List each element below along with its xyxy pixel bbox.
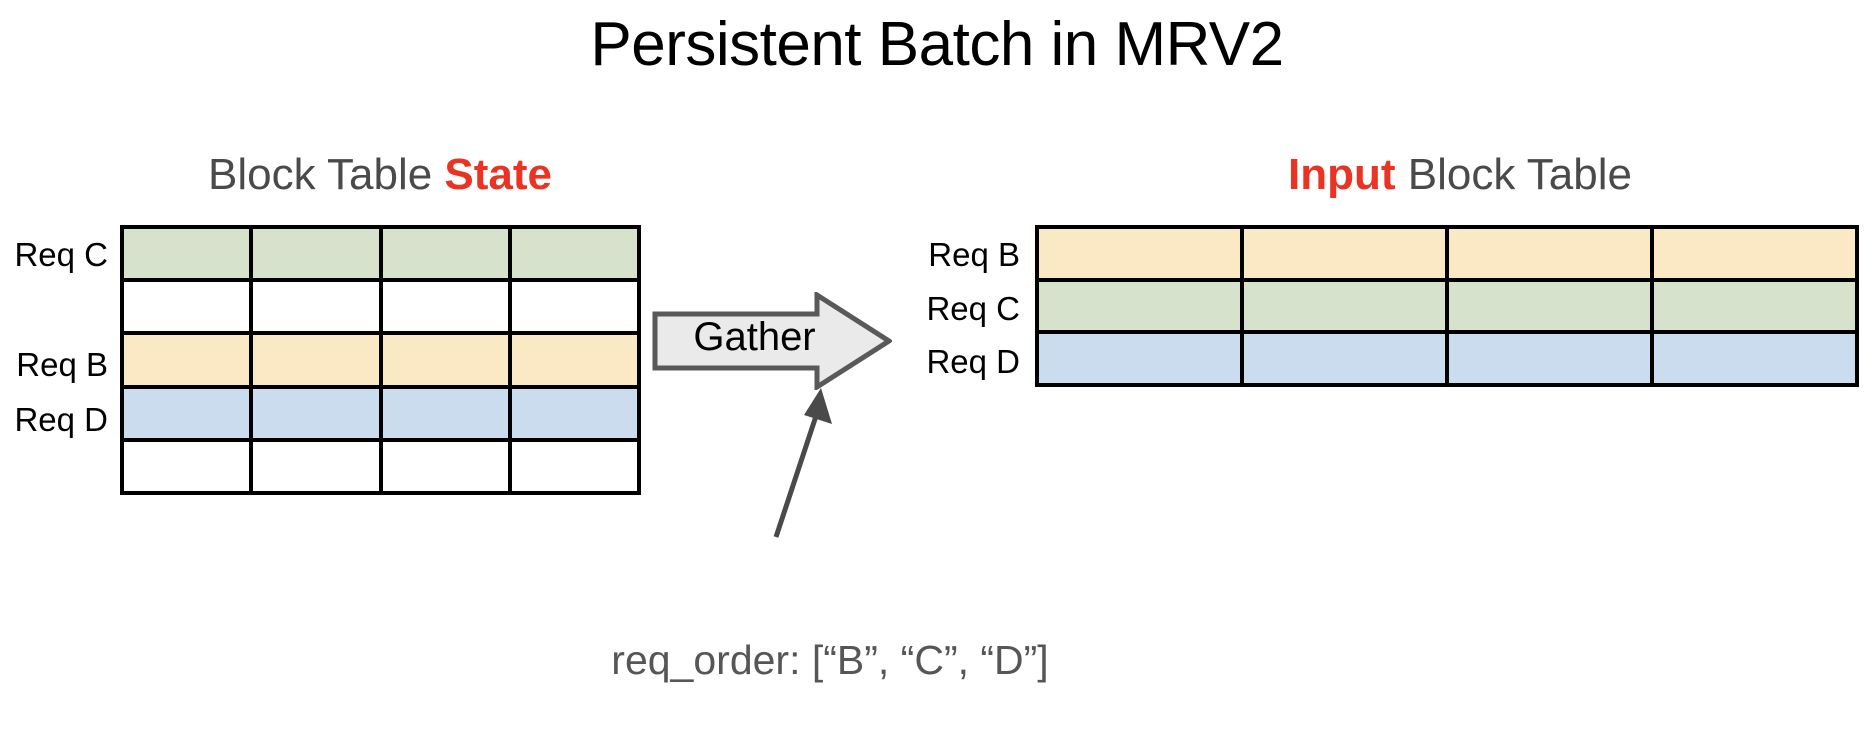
input-block-table-cell <box>1244 334 1449 384</box>
block-table-state-cell <box>124 388 254 438</box>
block-table-state-cell <box>383 441 512 492</box>
block-table-state-cell <box>253 388 383 438</box>
req-order-caption: req_order: [“B”, “C”, “D”] <box>611 637 1049 683</box>
right-heading-accent: Input <box>1288 150 1396 199</box>
block-table-state-cell <box>253 282 383 332</box>
input-block-table-grid <box>1035 225 1859 387</box>
input-block-table-cell <box>1654 282 1855 331</box>
block-table-state-cell <box>383 229 512 279</box>
left-row-label-req-b: Req B <box>16 346 108 383</box>
block-table-state-cell <box>512 229 637 278</box>
block-table-state-row <box>124 441 637 492</box>
block-table-state-cell <box>253 335 383 385</box>
input-block-table-cell <box>1244 281 1449 331</box>
input-block-table-cell <box>1449 334 1654 384</box>
block-table-state-cell <box>124 441 254 492</box>
input-block-table-cell <box>1039 281 1244 331</box>
block-table-state-cell <box>253 229 383 279</box>
right-panel-heading: Input Block Table <box>1060 153 1860 197</box>
right-row-label-req-c: Req C <box>926 290 1020 327</box>
block-table-state-cell <box>383 335 512 385</box>
left-row-label-req-c: Req C <box>14 236 108 273</box>
right-heading-suffix: Block Table <box>1395 150 1632 199</box>
block-table-state-row <box>124 229 637 283</box>
block-table-state-cell <box>512 442 637 491</box>
input-block-table-cell <box>1654 229 1855 278</box>
input-block-table-cell <box>1039 334 1244 384</box>
block-table-state-cell <box>124 335 254 385</box>
block-table-state-cell <box>383 388 512 438</box>
block-table-state-row <box>124 388 637 442</box>
input-block-table-cell <box>1449 281 1654 331</box>
block-table-state-row <box>124 282 637 336</box>
left-heading-accent: State <box>444 150 553 199</box>
input-block-table-cell <box>1039 229 1244 278</box>
page-title: Persistent Batch in MRV2 <box>590 10 1284 79</box>
left-row-label-req-d: Req D <box>14 401 108 438</box>
block-table-state-cell <box>124 282 254 332</box>
input-block-table-cell <box>1449 229 1654 278</box>
input-block-table-row <box>1039 281 1855 335</box>
gather-arrow-icon <box>652 292 892 390</box>
block-table-state-cell <box>512 282 637 331</box>
input-block-table-row <box>1039 229 1855 282</box>
left-panel-heading: Block Table State <box>120 153 640 197</box>
right-row-label-req-b: Req B <box>928 236 1020 273</box>
block-table-state-cell <box>383 282 512 332</box>
block-table-state-grid <box>120 225 641 495</box>
block-table-state-row <box>124 335 637 389</box>
right-row-label-req-d: Req D <box>926 343 1020 380</box>
left-heading-prefix: Block Table <box>207 150 445 199</box>
block-table-state-cell <box>512 335 637 384</box>
input-block-table-cell <box>1654 334 1855 383</box>
block-table-state-cell <box>124 229 254 279</box>
input-block-table-cell <box>1244 229 1449 278</box>
input-block-table-row <box>1039 334 1855 384</box>
block-table-state-cell <box>512 389 637 438</box>
block-table-state-cell <box>253 441 383 492</box>
req-order-leader-arrow-icon <box>773 388 832 538</box>
